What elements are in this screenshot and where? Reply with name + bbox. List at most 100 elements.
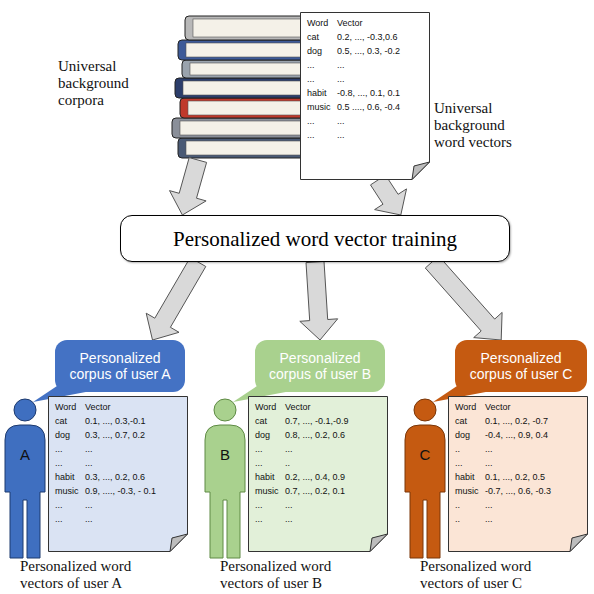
table-cell: ..	[455, 444, 485, 455]
table-cell: cat	[455, 416, 485, 427]
speech-bubble: Personalized corpus of user C	[455, 340, 587, 392]
table-cell: music	[307, 102, 337, 113]
table-cell: 0.2, ..., 0.4, 0.9	[285, 472, 372, 483]
table-cell: ...	[307, 74, 337, 85]
flow-arrow	[300, 261, 338, 340]
table-cell: 0.5, ..., 0.3, -0.2	[337, 46, 414, 57]
flow-arrow	[170, 158, 207, 215]
table-cell: ...	[285, 444, 372, 455]
document-sheet	[249, 397, 388, 552]
table-cell: ...	[85, 444, 172, 455]
node-heading: Personalized word vectors of user C	[420, 558, 570, 592]
document-fold	[412, 162, 430, 180]
user-letter: A	[15, 446, 35, 463]
table-cell: cat	[307, 32, 337, 43]
table-cell: ...	[337, 116, 414, 127]
table-cell: music	[255, 486, 285, 497]
table-cell: ...	[55, 458, 85, 469]
table-cell: ..	[285, 458, 372, 469]
person-figure	[5, 399, 45, 558]
person-figure	[205, 399, 245, 558]
bubble-body	[455, 340, 587, 392]
table-cell: habit	[307, 88, 337, 99]
node-text: Personalized corpus of user B	[261, 350, 379, 382]
table-cell: Vector	[337, 18, 414, 29]
table-cell: ...	[255, 514, 285, 525]
table-cell: ...	[485, 444, 572, 455]
vector-document: WordVectorcat0.7, ..., -0.1,-0.9dog0.8, …	[248, 396, 388, 552]
flow-arrow	[146, 258, 206, 341]
table-cell: dog	[55, 430, 85, 441]
table-cell: 0.3, ..., 0.7, 0.2	[85, 430, 172, 441]
table-cell: Vector	[485, 402, 572, 413]
table-cell: ...	[285, 514, 372, 525]
document-fold	[370, 534, 388, 552]
table-cell: ...	[55, 500, 85, 511]
table-cell: ...	[285, 500, 372, 511]
table-cell: ...	[55, 444, 85, 455]
person-body	[5, 425, 45, 558]
table-cell: -0.4, ..., 0.9, 0.4	[485, 430, 572, 441]
table-cell: habit	[55, 472, 85, 483]
vector-table: WordVectorcat0.1, ..., 0.3,-0.1dog0.3, .…	[55, 402, 172, 525]
bubble-body	[55, 340, 185, 392]
person-body	[205, 425, 245, 558]
node-heading: Personalized word vectors of user A	[20, 558, 170, 592]
vector-table: WordVectorcat0.7, ..., -0.1,-0.9dog0.8, …	[255, 402, 372, 525]
document-sheet	[449, 397, 588, 552]
vector-document: WordVectorcat0.1, ..., 0.2, -0.7dog-0.4,…	[448, 396, 588, 552]
process-box: Personalized word vector training	[120, 215, 510, 262]
table-cell: Word	[307, 18, 337, 29]
document-sheet	[301, 13, 430, 180]
table-cell: ...	[337, 60, 414, 71]
table-cell: 0.7, ..., 0.2, 0.1	[285, 486, 372, 497]
document-fold	[170, 534, 188, 552]
book-cover	[172, 118, 322, 138]
node-heading: Universal background corpora	[58, 58, 144, 109]
table-cell: Word	[55, 402, 85, 413]
table-cell: dog	[307, 46, 337, 57]
table-cell: -0.7, ..., 0.6, -0.3	[485, 486, 572, 497]
vector-document: WordVectorcat0.1, ..., 0.3,-0.1dog0.3, .…	[48, 396, 188, 552]
node-heading: Personalized word vectors of user B	[220, 558, 370, 592]
table-cell: 0.5 ...., 0.6, -0.4	[337, 102, 414, 113]
table-cell: 0.1, ..., 0.2, -0.7	[485, 416, 572, 427]
table-cell: 0.7, ..., -0.1,-0.9	[285, 416, 372, 427]
book-cover	[185, 16, 320, 40]
person-head	[14, 399, 36, 421]
book-pages	[193, 19, 316, 37]
book-pages	[190, 63, 318, 75]
node-text: Personalized corpus of user C	[461, 350, 581, 382]
table-cell: Word	[455, 402, 485, 413]
node-text: Personalized word vector training	[129, 227, 501, 251]
table-cell: ...	[307, 116, 337, 127]
table-cell: -0.8, ..., 0.1, 0.1	[337, 88, 414, 99]
person-body	[405, 425, 445, 558]
table-cell: ...	[255, 444, 285, 455]
table-cell: cat	[55, 416, 85, 427]
table-cell: ...	[307, 60, 337, 71]
node-heading: Universal background word vectors	[434, 100, 534, 151]
vector-table: WordVectorcat0.2, ..., -0.3,0.6dog0.5, .…	[307, 18, 414, 141]
table-cell: Word	[255, 402, 285, 413]
table-cell: ...	[255, 500, 285, 511]
person-head	[214, 399, 236, 421]
table-cell: ...	[337, 74, 414, 85]
table-cell: music	[455, 486, 485, 497]
vector-document: WordVectorcat0.2, ..., -0.3,0.6dog0.5, .…	[300, 12, 430, 180]
table-cell: ...	[85, 458, 172, 469]
table-cell: ...	[455, 458, 485, 469]
table-cell: ...	[485, 514, 572, 525]
book-pages	[186, 43, 319, 57]
table-cell: ..	[455, 500, 485, 511]
table-cell: cat	[255, 416, 285, 427]
table-cell: music	[55, 486, 85, 497]
bubble-body	[255, 340, 385, 392]
speech-bubble: Personalized corpus of user A	[55, 340, 185, 392]
table-cell: Vector	[85, 402, 172, 413]
table-cell: ...	[85, 500, 172, 511]
node-text: Personalized corpus of user A	[61, 350, 179, 382]
table-cell: 0.1, ..., 0.2, 0.5	[485, 472, 572, 483]
document-fold	[570, 534, 588, 552]
